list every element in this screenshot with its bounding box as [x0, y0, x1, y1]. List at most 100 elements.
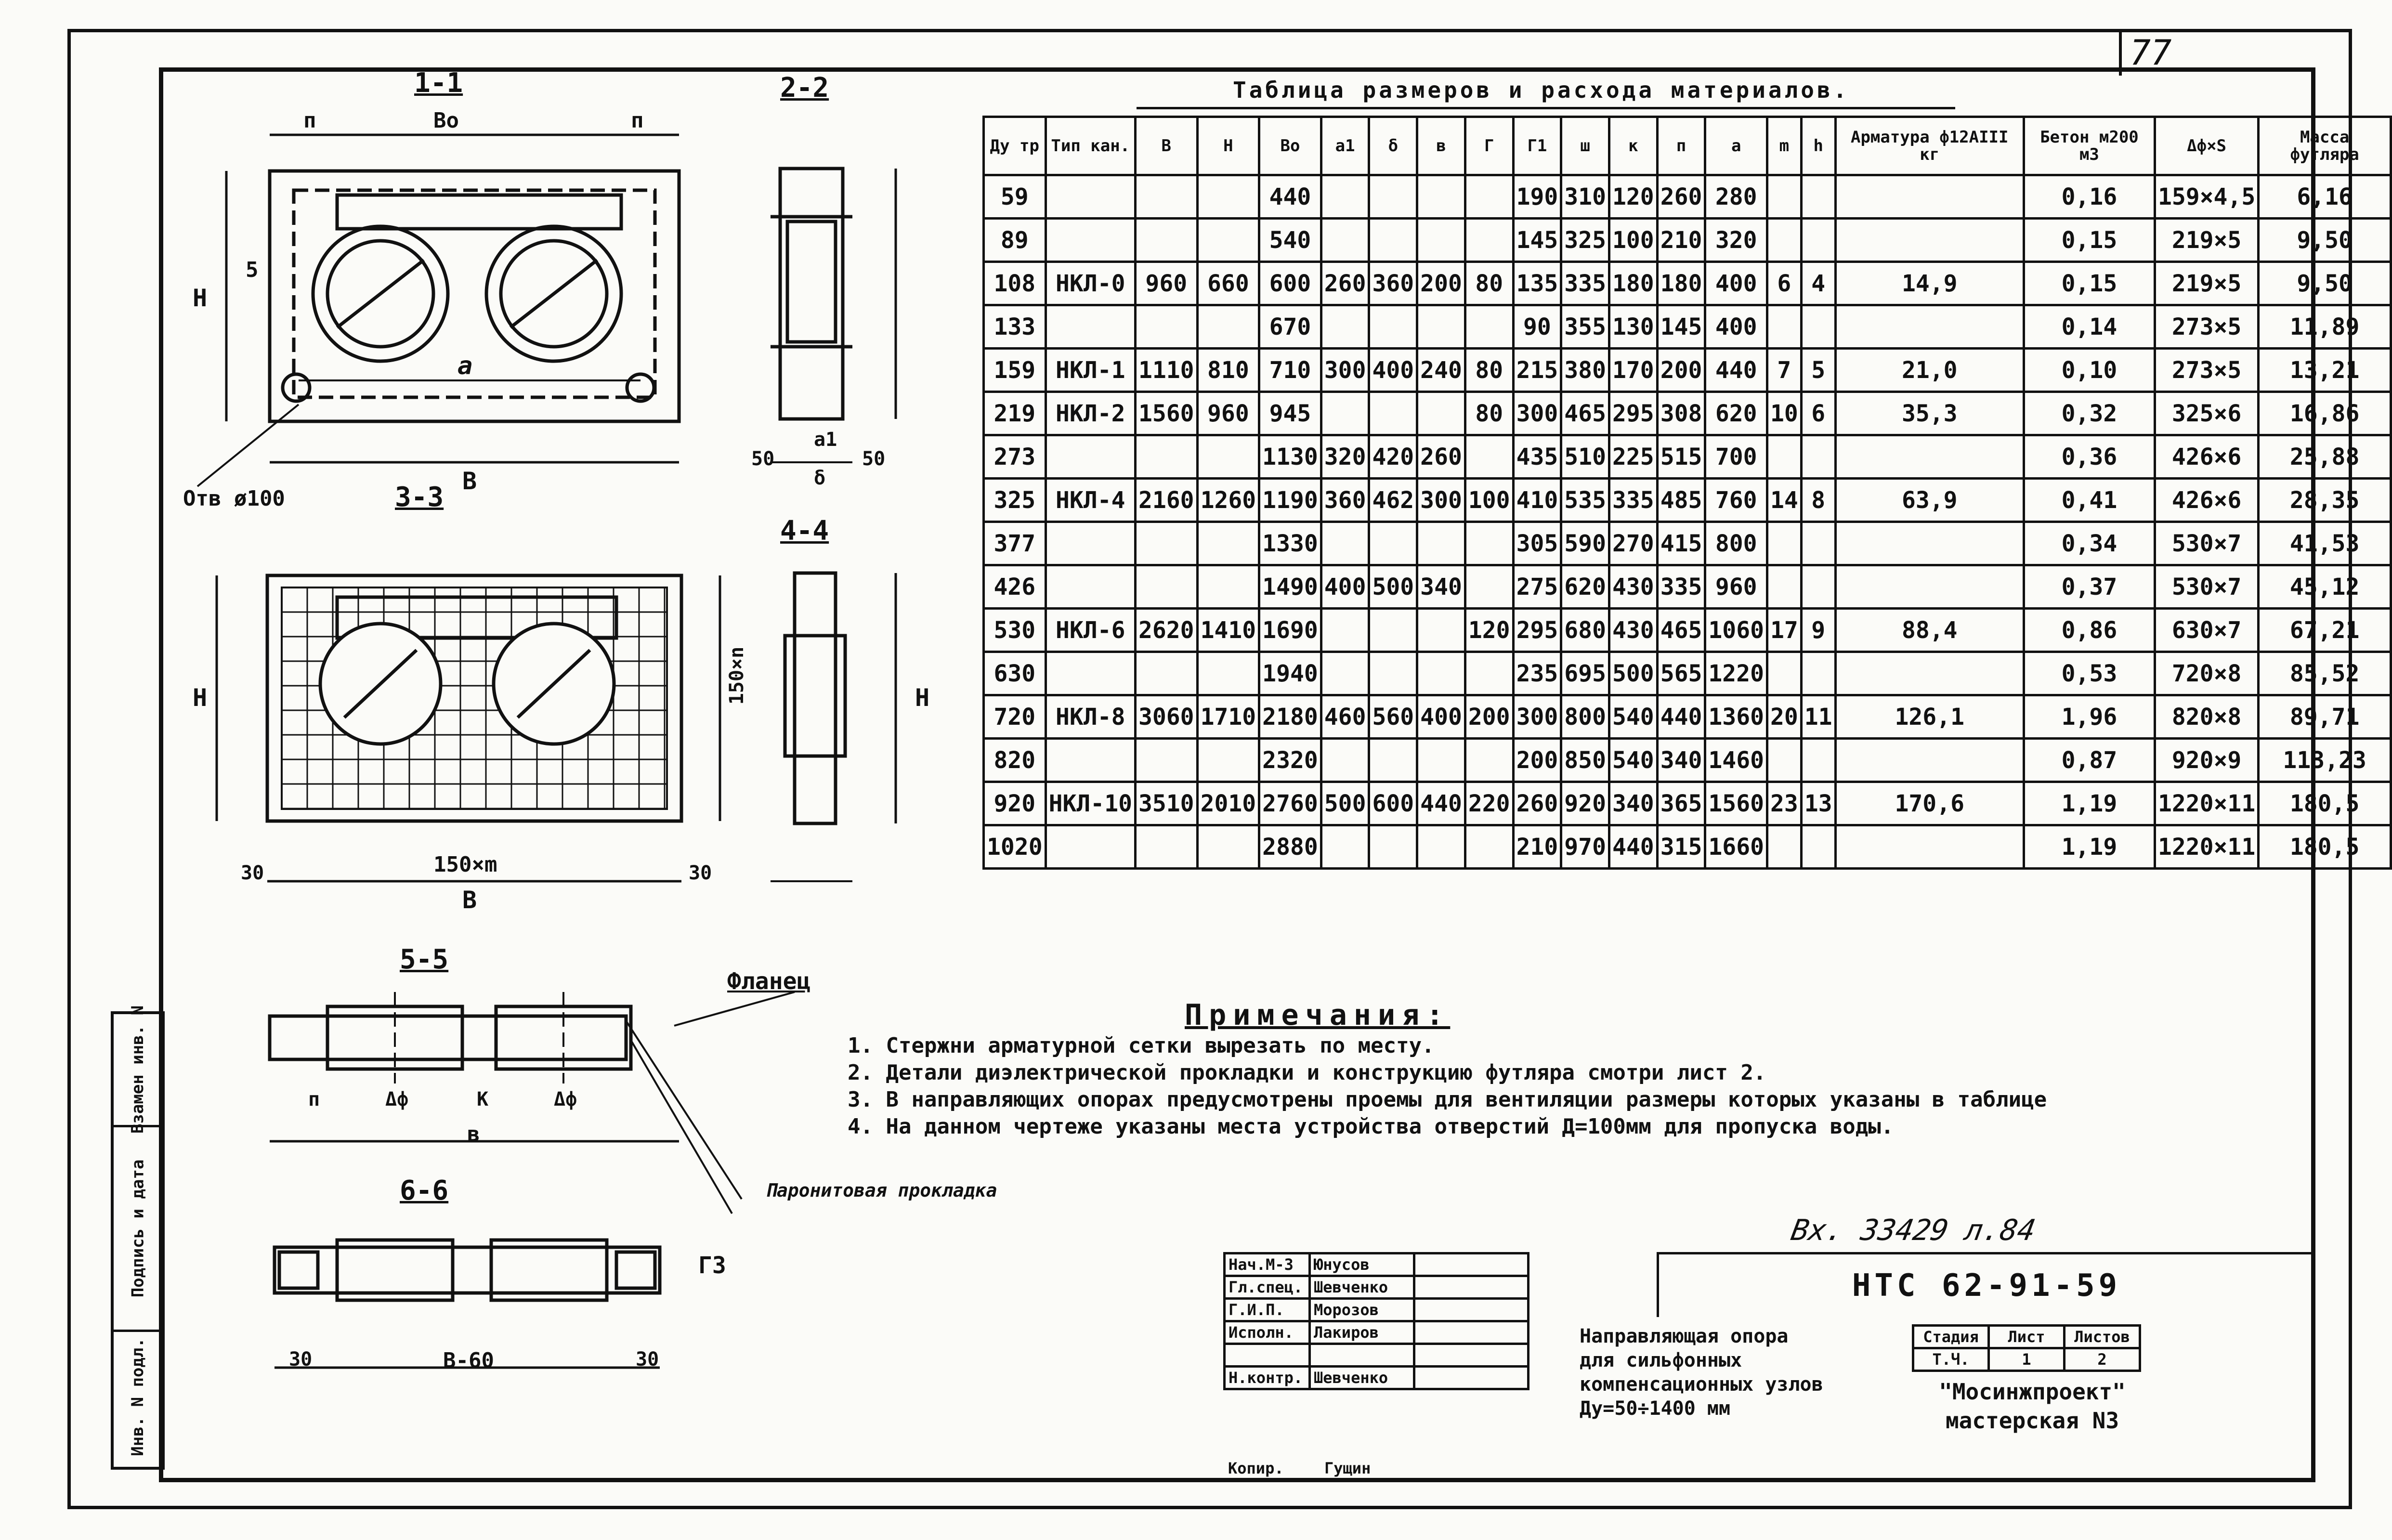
table-cell	[1320, 304, 1371, 350]
table-header-cell: Масса футляра	[2257, 116, 2392, 176]
table-cell	[1765, 304, 1803, 350]
table-cell: 325×6	[2153, 391, 2260, 436]
table-header-cell: п	[1656, 116, 1707, 176]
note-item: 2. Детали диэлектрической прокладки и ко…	[848, 1060, 1766, 1085]
table-cell	[1464, 304, 1515, 350]
dim-label: 50	[862, 448, 886, 470]
signature-row	[1223, 1343, 1529, 1368]
section-label: 6-6	[400, 1175, 449, 1206]
dim-label: 150×m	[433, 852, 497, 877]
table-cell: 300	[1512, 391, 1563, 436]
table-cell: 180	[1656, 261, 1707, 306]
table-cell: 800	[1704, 521, 1768, 566]
organization-name: "Мосинжпроект"	[1939, 1379, 2126, 1405]
table-cell	[1044, 304, 1137, 350]
table-cell: 2180	[1258, 694, 1322, 740]
table-cell: 810	[1196, 347, 1261, 393]
table-cell: 85,52	[2257, 651, 2392, 696]
side-stamp: Взамен инв. N Подпись и дата Инв. N подл…	[111, 1005, 165, 1470]
table-cell: 80	[1464, 261, 1515, 306]
table-cell	[1134, 521, 1199, 566]
table-cell: 540	[1608, 694, 1659, 740]
table-cell	[1765, 824, 1803, 870]
gasket-label: Паронитовая прокладка	[766, 1180, 997, 1201]
table-header-cell: Δф×S	[2153, 116, 2260, 176]
table-cell	[1834, 737, 2025, 783]
table-cell	[1834, 564, 2025, 610]
signature-cell	[1413, 1297, 1529, 1322]
table-cell: 90	[1512, 304, 1563, 350]
table-cell: 565	[1656, 651, 1707, 696]
table-cell: 113,23	[2257, 737, 2392, 783]
sheet-number: 77	[2119, 30, 2180, 76]
table-cell	[1834, 434, 2025, 480]
dim-label: в	[467, 1122, 480, 1147]
table-cell: 500	[1368, 564, 1419, 610]
table-cell	[1196, 217, 1261, 263]
table-cell: НКЛ-4	[1044, 477, 1137, 523]
dim-label: 50	[751, 448, 775, 470]
table-cell: 6,16	[2257, 174, 2392, 220]
table-cell	[1368, 651, 1419, 696]
table-cell: 190	[1512, 174, 1563, 220]
table-cell: 0,36	[2022, 434, 2156, 480]
table-cell: 270	[1608, 521, 1659, 566]
table-cell: 415	[1656, 521, 1707, 566]
dim-label: 150×n	[726, 646, 748, 705]
table-cell: 260	[1320, 261, 1371, 306]
signature-cell	[1413, 1343, 1529, 1368]
table-cell: 1220×11	[2153, 781, 2260, 826]
table-cell: 5	[1800, 347, 1837, 393]
table-cell	[1800, 737, 1837, 783]
table-cell: 540	[1608, 737, 1659, 783]
table-cell: 440	[1608, 824, 1659, 870]
table-header-cell: Тип кан.	[1044, 116, 1137, 176]
table-cell: 220	[1464, 781, 1515, 826]
dim-label: 30	[241, 862, 264, 884]
table-cell: 240	[1416, 347, 1466, 393]
section-6-6-view	[273, 1238, 662, 1369]
table-cell: 820×8	[2153, 694, 2260, 740]
signature-row: Исполн.Лакиров	[1223, 1320, 1529, 1345]
dim-label: 5	[246, 258, 259, 282]
table-cell: 2880	[1258, 824, 1322, 870]
table-cell: 159	[982, 347, 1047, 393]
dim-label: Δф	[385, 1088, 409, 1110]
table-header-cell: Г1	[1512, 116, 1563, 176]
table-cell	[1320, 217, 1371, 263]
section-label: 2-2	[780, 72, 829, 104]
table-cell	[1196, 434, 1261, 480]
table-cell	[1416, 391, 1466, 436]
table-cell: 200	[1416, 261, 1466, 306]
drawing-description: Направляющая опора для сильфонных компен…	[1580, 1324, 1917, 1421]
table-cell: 300	[1512, 694, 1563, 740]
table-cell: 380	[1560, 347, 1610, 393]
table-cell	[1416, 824, 1466, 870]
table-cell	[1416, 304, 1466, 350]
table-cell: 215	[1512, 347, 1563, 393]
table-cell	[1044, 521, 1137, 566]
table-cell: 1020	[982, 824, 1047, 870]
table-cell: 219×5	[2153, 217, 2260, 263]
table-cell: 180,5	[2257, 781, 2392, 826]
side-stamp-cell: Подпись и дата	[114, 1127, 162, 1332]
table-cell	[1416, 651, 1466, 696]
archive-reference: Вх. 33429 л.84	[1788, 1214, 2038, 1247]
table-cell: 1560	[1134, 391, 1199, 436]
table-cell: 680	[1560, 607, 1610, 653]
table-cell: 300	[1320, 347, 1371, 393]
table-cell: 180,5	[2257, 824, 2392, 870]
table-cell	[1044, 434, 1137, 480]
table-header-cell: h	[1800, 116, 1837, 176]
note-item: 4. На данном чертеже указаны места устро…	[848, 1114, 1894, 1139]
table-cell	[1134, 737, 1199, 783]
table-cell: 1220×11	[2153, 824, 2260, 870]
table-cell: 2760	[1258, 781, 1322, 826]
table-cell: 130	[1608, 304, 1659, 350]
table-cell	[1134, 217, 1199, 263]
table-cell: 670	[1258, 304, 1322, 350]
